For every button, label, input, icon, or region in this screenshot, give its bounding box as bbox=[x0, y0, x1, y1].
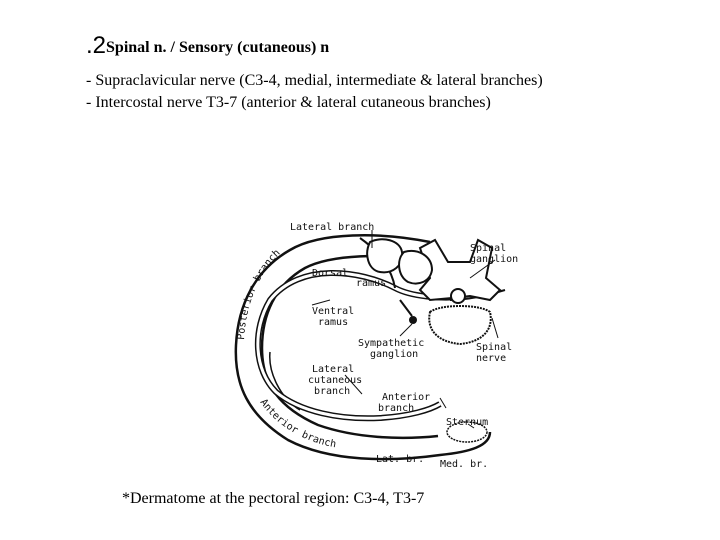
footnote: *Dermatome at the pectoral region: C3-4,… bbox=[122, 490, 424, 508]
label-spinal-ganglion: ganglion bbox=[470, 254, 518, 265]
label-sympathetic-ganglion: Sympathetic bbox=[358, 338, 424, 349]
label-lateral-branch: Lateral branch bbox=[290, 222, 374, 233]
label-spinal-nerve: nerve bbox=[476, 353, 506, 364]
label-lat-br: Lat. br. bbox=[376, 454, 424, 465]
label-dorsal-ramus: ramus bbox=[356, 278, 386, 289]
label-med-br: Med. br. bbox=[440, 459, 488, 470]
label-anterior-branch: branch bbox=[378, 403, 414, 414]
label-lateral-cutaneous-branch: cutaneous bbox=[308, 375, 362, 386]
sympathetic-ganglion-node bbox=[409, 316, 417, 324]
label-lateral-cutaneous-branch: branch bbox=[314, 386, 350, 397]
label-ventral-ramus: ramus bbox=[318, 317, 348, 328]
label-anterior-branch: Anterior bbox=[382, 392, 430, 403]
label-ventral-ramus: Ventral bbox=[312, 306, 354, 317]
label-sternum: Sternum bbox=[446, 417, 488, 428]
label-spinal-nerve: Spinal bbox=[476, 342, 512, 353]
label-spinal-ganglion: Spinal bbox=[470, 243, 506, 254]
label-dorsal-ramus: Dorsal bbox=[312, 268, 348, 279]
label-sympathetic-ganglion: ganglion bbox=[370, 349, 418, 360]
label-lateral-cutaneous-branch: Lateral bbox=[312, 364, 354, 375]
